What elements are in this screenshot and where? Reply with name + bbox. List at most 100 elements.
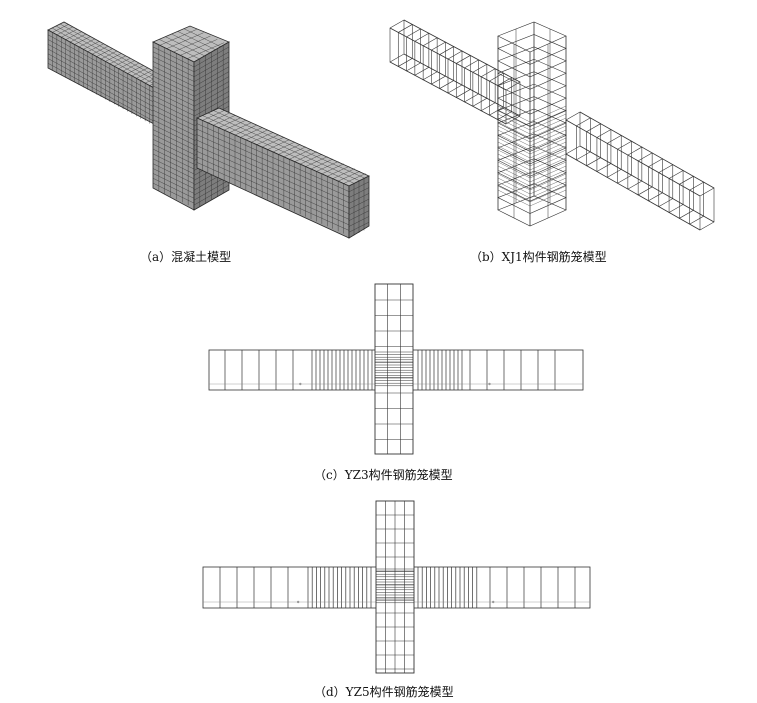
core-stirrup — [497, 105, 567, 123]
right-beam-top-mesh — [202, 110, 366, 184]
left-beam-top-mesh-lines — [51, 23, 167, 87]
node-mark — [492, 600, 495, 604]
right-beam-stirrup — [627, 146, 643, 190]
right-beam-end-mesh — [348, 178, 370, 236]
column-stirrup — [497, 158, 567, 190]
right-beam-stirrup — [679, 175, 694, 219]
core-stirrup — [497, 133, 567, 151]
column-stirrup — [497, 71, 567, 103]
column-stirrup — [497, 170, 567, 202]
column-stirrup — [497, 195, 567, 227]
right-beam-stirrup — [617, 140, 632, 184]
column-stirrup — [497, 83, 567, 115]
core-stirrup — [497, 145, 567, 163]
right-beam-stirrup — [637, 152, 653, 196]
core-stirrup — [497, 185, 567, 203]
figure-d: （d）YZ5构件钢筋笼模型 — [0, 495, 757, 703]
left-beam-front-mesh-lines — [47, 32, 155, 124]
xj1-rebar-cage-diagram — [389, 19, 715, 231]
column-stirrup — [497, 96, 567, 127]
node-mark — [296, 600, 300, 604]
core-stirrup — [497, 153, 567, 171]
right-beam-stirrup — [689, 181, 704, 225]
left-beam-stirrup — [489, 72, 504, 116]
right-beam-stirrup — [596, 129, 612, 173]
core-stirrup — [497, 157, 567, 175]
caption-a: （a）混凝土模型 — [140, 250, 232, 264]
column-stirrup — [497, 133, 567, 165]
left-beam-front-mesh — [47, 32, 155, 124]
right-beam-bar-1 — [579, 111, 715, 189]
column-stirrup — [497, 145, 567, 177]
core-stirrup — [497, 173, 567, 191]
left-beam-stirrup — [431, 41, 446, 85]
left-beam-stirrup — [472, 63, 488, 107]
column-top-mesh-lines — [159, 28, 225, 60]
caption-d: （d）YZ5构件钢筋笼模型 — [314, 685, 454, 699]
column-front-mesh — [152, 44, 195, 206]
column-outline — [374, 283, 414, 455]
figure-c: （c）YZ3构件钢筋笼模型 — [0, 280, 757, 485]
column-stirrup — [497, 46, 567, 78]
node-mark — [488, 382, 491, 386]
caption-b: （b）XJ1构件钢筋笼模型 — [470, 250, 607, 264]
core-stirrup — [497, 117, 567, 135]
left-beam-stirrup — [389, 19, 405, 63]
core-stirrup — [497, 129, 567, 147]
core-stirrup — [497, 165, 567, 183]
left-beam-stirrup — [439, 46, 455, 90]
right-beam-end-mesh-lines — [348, 178, 370, 236]
right-beam-stirrup — [606, 134, 622, 178]
column-stirrup — [497, 21, 567, 53]
column-stirrup — [497, 108, 567, 140]
column-stirrup — [497, 183, 567, 214]
left-beam-stirrup — [397, 23, 413, 67]
left-beam-top-mesh — [51, 23, 167, 87]
right-beam-stirrup — [658, 164, 674, 208]
right-beam-stirrup — [648, 158, 663, 202]
left-beam-stirrup — [447, 50, 463, 94]
yz3-rebar-cage-diagram — [208, 283, 584, 455]
figure-b: （b）XJ1构件钢筋笼模型 — [378, 0, 757, 270]
concrete-model-diagram — [47, 21, 370, 239]
left-beam-stirrup — [414, 32, 430, 76]
right-beam-stirrup — [699, 187, 715, 231]
left-beam-stirrup — [422, 37, 438, 81]
core-stirrup — [497, 177, 567, 195]
core-stirrup — [497, 149, 567, 167]
column-top-mesh — [159, 28, 225, 60]
left-beam-stirrup — [406, 28, 421, 72]
core-stirrup — [497, 161, 567, 179]
right-beam-top-mesh-lines — [202, 110, 366, 184]
core-stirrup — [497, 137, 567, 155]
right-beam-front-mesh — [196, 120, 350, 234]
right-beam-bar-2 — [579, 145, 715, 223]
core-stirrup — [497, 141, 567, 159]
column-stirrup — [497, 58, 567, 90]
left-beam-stirrup — [480, 68, 496, 112]
core-stirrup — [497, 125, 567, 143]
left-beam-stirrup — [505, 81, 521, 125]
node-mark — [299, 382, 302, 386]
right-beam-stirrup — [668, 169, 684, 213]
core-stirrup — [497, 181, 567, 199]
right-beam-stirrup — [586, 123, 601, 167]
core-stirrup — [497, 189, 567, 207]
left-beam-stirrup — [455, 54, 471, 98]
right-beam-front-mesh-lines — [196, 120, 350, 234]
column-stirrup — [497, 34, 567, 65]
core-stirrup — [497, 109, 567, 127]
right-beam-bar-0 — [565, 119, 701, 197]
column-front — [152, 41, 195, 211]
core-stirrup — [497, 113, 567, 131]
right-beam-stirrup — [576, 117, 591, 161]
right-beam-stirrup — [565, 111, 581, 155]
core-stirrup — [497, 169, 567, 187]
left-beam-stirrup — [464, 59, 479, 103]
right-beam-bar-3 — [565, 153, 701, 231]
caption-c: （c）YZ3构件钢筋笼模型 — [314, 468, 453, 482]
yz5-rebar-cage-diagram — [202, 500, 591, 674]
figure-a: （a）混凝土模型 — [0, 0, 378, 270]
core-stirrup — [497, 121, 567, 139]
column-front-mesh-lines — [152, 44, 195, 206]
